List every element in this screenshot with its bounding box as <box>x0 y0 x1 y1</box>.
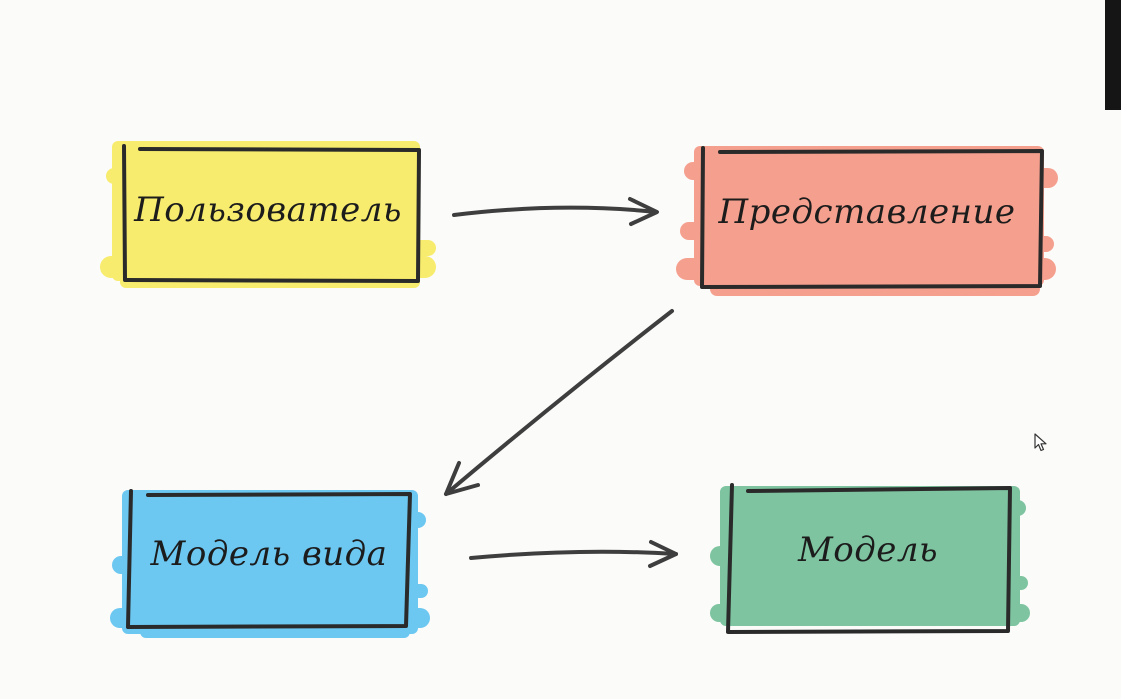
node-view-border <box>700 146 1044 289</box>
node-viewmodel-fill <box>110 490 430 638</box>
node-viewmodel <box>110 489 430 638</box>
node-model-border <box>726 483 1012 634</box>
edge-viewmodel-to-model-head <box>648 540 678 568</box>
window-edge-strip <box>1105 0 1121 110</box>
node-view-label: Представление <box>718 192 1016 232</box>
node-user-fill <box>100 141 436 288</box>
mouse-cursor-icon <box>1034 433 1047 452</box>
node-user-border <box>122 144 421 283</box>
node-model-label: Модель <box>797 530 939 570</box>
edge-view-to-viewmodel-line <box>444 309 674 496</box>
node-viewmodel-label: Модель вида <box>150 534 388 574</box>
edge-user-to-view-head <box>628 197 659 226</box>
edge-user-to-view <box>452 197 659 226</box>
node-model-fill <box>710 486 1030 626</box>
edge-user-to-view-line <box>452 205 658 217</box>
node-model <box>710 483 1030 634</box>
edge-view-to-viewmodel <box>444 309 674 496</box>
node-viewmodel-border <box>126 489 412 629</box>
edge-view-to-viewmodel-head <box>444 461 480 496</box>
edge-viewmodel-to-model <box>469 540 678 568</box>
node-user-label: Пользователь <box>134 190 402 230</box>
node-view <box>676 146 1058 296</box>
node-user <box>100 141 436 288</box>
edge-viewmodel-to-model-line <box>469 549 678 560</box>
